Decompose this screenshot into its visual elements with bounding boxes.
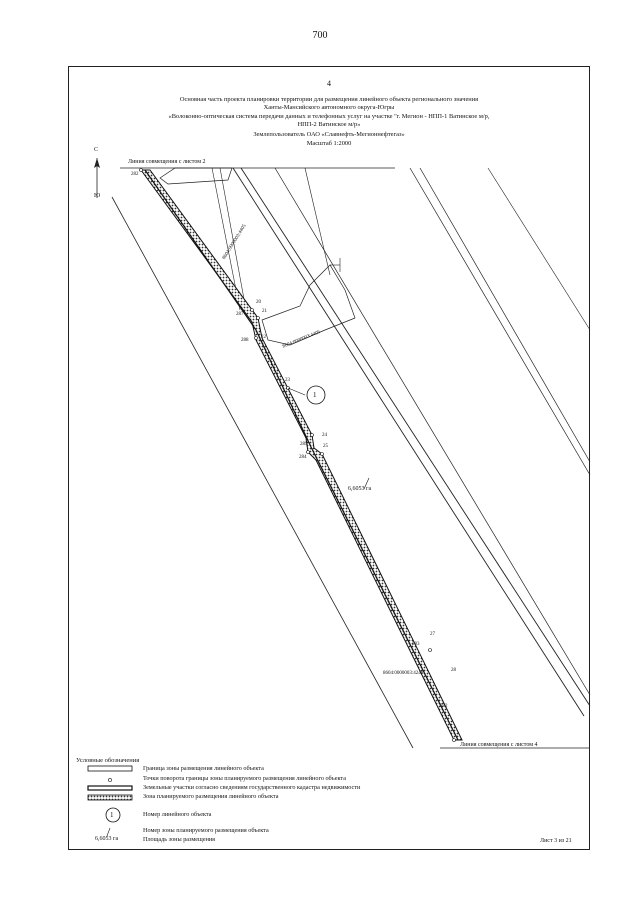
point-label: 287	[236, 312, 244, 317]
legend-item: Граница зоны размещения линейного объект…	[143, 765, 264, 772]
point-label: 21	[262, 309, 267, 314]
sheet-label: Лист 3 из 21	[540, 838, 572, 844]
header-line-4: НПП-2 Ватинское м/р»	[297, 121, 361, 128]
point-label: 28	[451, 668, 456, 673]
legend-item: Номер зоны планируемого размещения объек…	[143, 827, 269, 834]
road-line-2	[240, 167, 591, 707]
legend-sample-area: 6,6053 га	[95, 836, 119, 842]
header-line-1: Основная часть проекта планировки террит…	[179, 96, 479, 103]
legend-item: Номер линейного объекта	[143, 811, 212, 818]
parcel-label-3: 8604:0000003:4249	[383, 671, 424, 676]
planned-zone	[140, 169, 463, 741]
object-number-circle	[306, 385, 326, 405]
header-line-3: «Волоконно-оптическая система передачи д…	[168, 113, 490, 120]
road-line-3	[274, 167, 591, 696]
road-line-5	[419, 167, 591, 463]
point-label: 288	[241, 338, 249, 343]
legend-symbol-parcels	[87, 785, 133, 791]
point-label: 289	[300, 442, 308, 447]
turning-points	[139, 168, 456, 742]
legend-title: Условные обозначения	[76, 757, 140, 764]
header-line-6: Масштаб 1:2000	[306, 140, 352, 147]
legend-item: Земельные участки согласно сведениям гос…	[143, 784, 361, 791]
north-label: С	[94, 147, 99, 153]
road-line-6	[487, 167, 591, 331]
point-label: 20	[256, 300, 261, 305]
match-line-top-label: Линия совмещения с листом 2	[128, 159, 206, 165]
parcel-pad-mid	[261, 264, 356, 346]
point-label: 24	[322, 433, 327, 438]
south-label: Ю	[94, 193, 101, 199]
zone-area-label: 6,6053 га	[348, 486, 372, 492]
header-line-2: Ханты-Мансийского автономного округа-Югр…	[263, 104, 395, 111]
north-arrow-icon	[94, 158, 100, 198]
road-line-1	[232, 167, 585, 717]
legend-symbol-planned-zone	[87, 794, 133, 801]
point-label: 27	[430, 632, 435, 637]
point-label: 282	[131, 172, 139, 177]
point-label: 283	[412, 642, 420, 647]
match-line-bottom-label: Линия совмещения с листом 4	[460, 742, 538, 748]
point-label: 22	[261, 335, 266, 340]
legend-item: Точки поворота границы зоны планируемого…	[143, 775, 346, 782]
map-sheet-frame	[68, 66, 590, 850]
road-line-4	[409, 167, 591, 476]
road-line-left	[111, 196, 414, 749]
legend-item: Зона планируемого размещения линейного о…	[143, 793, 279, 800]
page-number: 700	[312, 30, 328, 41]
legend-symbol-object-number	[105, 807, 121, 823]
point-label: 23	[285, 378, 290, 383]
point-label: 25	[323, 444, 328, 449]
point-label: 282	[440, 704, 448, 709]
legend-symbol-zone-boundary	[87, 765, 133, 772]
point-label: 284	[299, 455, 307, 460]
object-number-label: 1	[313, 391, 317, 399]
legend-item: Площадь зоны размещения	[143, 836, 216, 843]
legend-symbol-turning-point	[108, 778, 112, 782]
parcel-pad-top	[159, 167, 233, 185]
legend-sample-number: 1	[110, 811, 114, 819]
sheet-number: 4	[327, 79, 331, 88]
header-line-5: Землепользователь ОАО «Славнефть-Мегионн…	[253, 131, 405, 138]
